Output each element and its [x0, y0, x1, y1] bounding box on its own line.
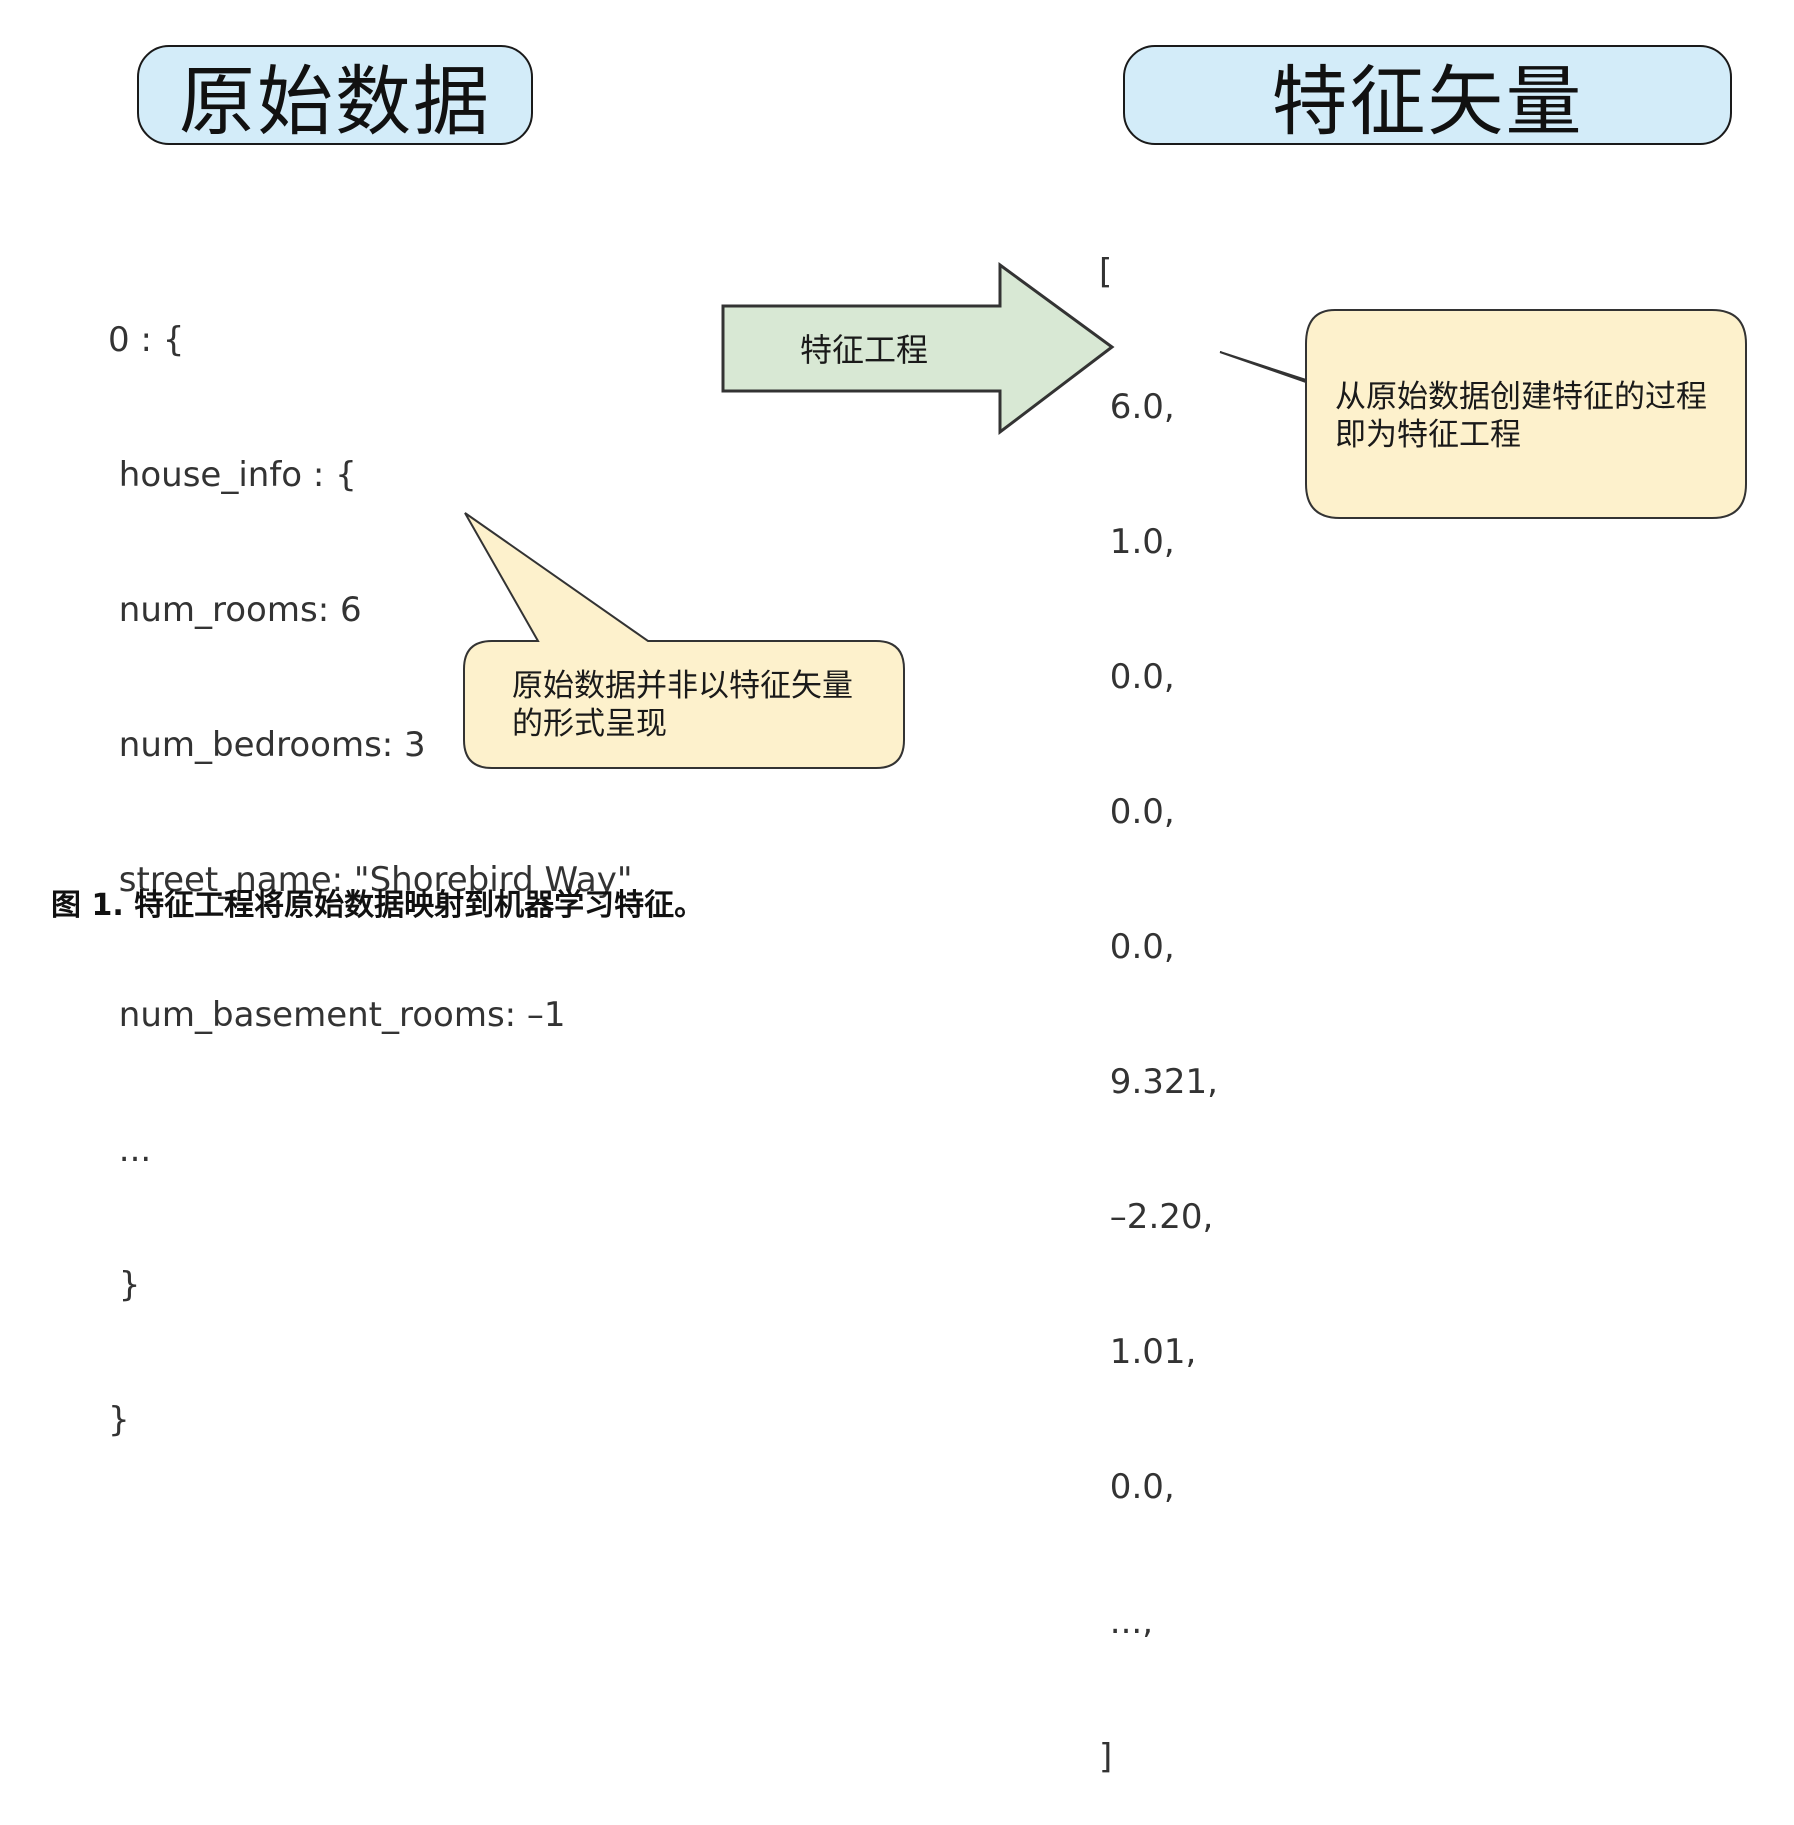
code-line: house_info : {	[108, 455, 357, 495]
raw-data-code: 0 : { house_info : { num_rooms: 6 num_be…	[108, 228, 633, 1488]
code-line: }	[108, 1400, 130, 1440]
vector-line: 0.0,	[1099, 657, 1175, 697]
code-line: 0 : {	[108, 320, 185, 360]
raw-data-callout-bubble	[463, 512, 905, 769]
vector-line: 6.0,	[1099, 387, 1175, 427]
vector-line: [	[1099, 252, 1113, 292]
vector-line: 1.0,	[1099, 522, 1175, 562]
feature-vector-callout-text: 从原始数据创建特征的过程即为特征工程	[1335, 379, 1707, 453]
diagram-shapes	[463, 262, 1747, 769]
code-line: num_basement_rooms: –1	[108, 995, 566, 1035]
feature-engineering-arrow	[721, 262, 1115, 436]
vector-line: ...,	[1099, 1602, 1154, 1642]
arrow-label: 特征工程	[800, 331, 929, 369]
vector-line: 9.321,	[1099, 1062, 1218, 1102]
raw-data-title: 原始数据	[137, 45, 533, 146]
feature-vector-title: 特征矢量	[1123, 45, 1732, 146]
code-line: num_rooms: 6	[108, 590, 362, 630]
vector-line: 0.0,	[1099, 792, 1175, 832]
raw-data-callout-text: 原始数据并非以特征矢量的形式呈现	[512, 668, 853, 742]
code-line: }	[108, 1265, 141, 1305]
figure-caption: 图 1. 特征工程将原始数据映射到机器学习特征。	[51, 888, 705, 923]
vector-line: 0.0,	[1099, 1467, 1175, 1507]
feature-vector-callout-bubble	[1219, 309, 1747, 519]
vector-line: –2.20,	[1099, 1197, 1214, 1237]
code-line: num_bedrooms: 3	[108, 725, 426, 765]
code-line: ...	[108, 1130, 152, 1170]
vector-line: ]	[1099, 1737, 1113, 1777]
vector-line: 1.01,	[1099, 1332, 1197, 1372]
code-line: street_name: "Shorebird Way"	[108, 860, 633, 900]
feature-vector-values: [ 6.0, 1.0, 0.0, 0.0, 0.0, 9.321, –2.20,…	[1099, 160, 1218, 1825]
